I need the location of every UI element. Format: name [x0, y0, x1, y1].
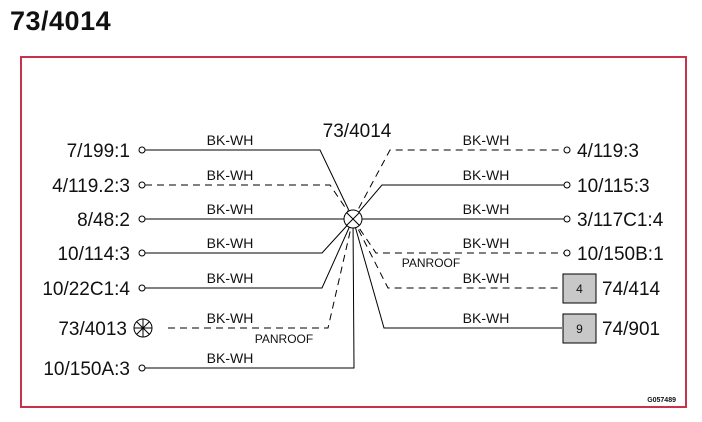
wire-color-label: BK-WH	[207, 310, 254, 326]
wire-color-label: BK-WH	[463, 201, 510, 217]
component-number: 4	[576, 282, 583, 296]
wire-left-7	[145, 218, 355, 369]
hub-label: 73/4014	[323, 121, 392, 142]
wire-right-1	[352, 149, 564, 220]
wire-color-label: BK-WH	[207, 167, 254, 183]
wire-right-2	[352, 184, 564, 220]
component-number: 9	[576, 322, 583, 336]
connector-label: 4/119.2:3	[52, 176, 130, 197]
wire-left-1	[145, 149, 354, 220]
terminals-layer: 7/199:1 4/119.2:3 8/48:2 10/114:3 10/22C1:4 7…	[42, 141, 663, 380]
terminal-pin	[138, 181, 146, 189]
wire-color-label: BK-WH	[207, 350, 254, 366]
wire-color-label: BK-WH	[463, 310, 510, 326]
wire-note-label: PANROOF	[402, 256, 460, 270]
connector-label: 10/150B:1	[577, 244, 664, 265]
wire-right-4	[352, 218, 564, 254]
page-title: 73/4014	[10, 6, 112, 36]
figure-ref: G057489	[647, 397, 676, 404]
connector-label: 7/199:1	[67, 141, 130, 162]
connector-label: 8/48:2	[77, 210, 130, 231]
terminal-pin	[138, 249, 146, 257]
wire-left-4	[145, 218, 354, 254]
wire-color-label: BK-WH	[463, 235, 510, 251]
terminal-pin	[138, 284, 146, 292]
lamp-icon	[133, 318, 153, 338]
wire-color-label: BK-WH	[207, 235, 254, 251]
connector-label: 10/150A:3	[43, 359, 130, 380]
wire-color-label: BK-WH	[207, 201, 254, 217]
terminal-pin	[138, 146, 146, 154]
terminal-pin	[563, 249, 571, 257]
wire-left-2	[145, 184, 354, 220]
terminal-pin	[563, 146, 571, 154]
connector-label: 3/117C1:4	[577, 210, 664, 231]
wire-left-5	[145, 218, 354, 289]
wires-layer: BK-WHBK-WHBK-WHBK-WHBK-WHBK-WHPANROOFBK-…	[145, 132, 564, 369]
connector-label: 10/115:3	[577, 176, 650, 197]
splice-icon	[343, 209, 363, 229]
connector-label: 4/119:3	[577, 141, 639, 162]
terminal-pin	[138, 215, 146, 223]
wire-left-6	[168, 218, 354, 329]
wire-color-label: BK-WH	[463, 167, 510, 183]
component-box	[562, 273, 597, 304]
connector-label: 73/4013	[58, 319, 127, 340]
terminal-pin	[563, 181, 571, 189]
component-box	[562, 313, 597, 344]
wire-color-label: BK-WH	[463, 132, 510, 148]
connector-label: 10/22C1:4	[42, 279, 130, 300]
wire-right-6	[352, 218, 562, 329]
wire-color-label: BK-WH	[463, 270, 510, 286]
terminal-pin	[138, 364, 146, 372]
wire-color-label: BK-WH	[207, 270, 254, 286]
wire-right-5	[352, 218, 562, 289]
connector-label: 74/901	[602, 319, 660, 340]
connector-label: 74/414	[602, 279, 661, 300]
terminal-pin	[563, 215, 571, 223]
connector-label: 10/114:3	[57, 244, 130, 265]
wire-note-label: PANROOF	[255, 332, 313, 346]
wire-color-label: BK-WH	[207, 132, 254, 148]
diagram-frame	[20, 56, 687, 408]
